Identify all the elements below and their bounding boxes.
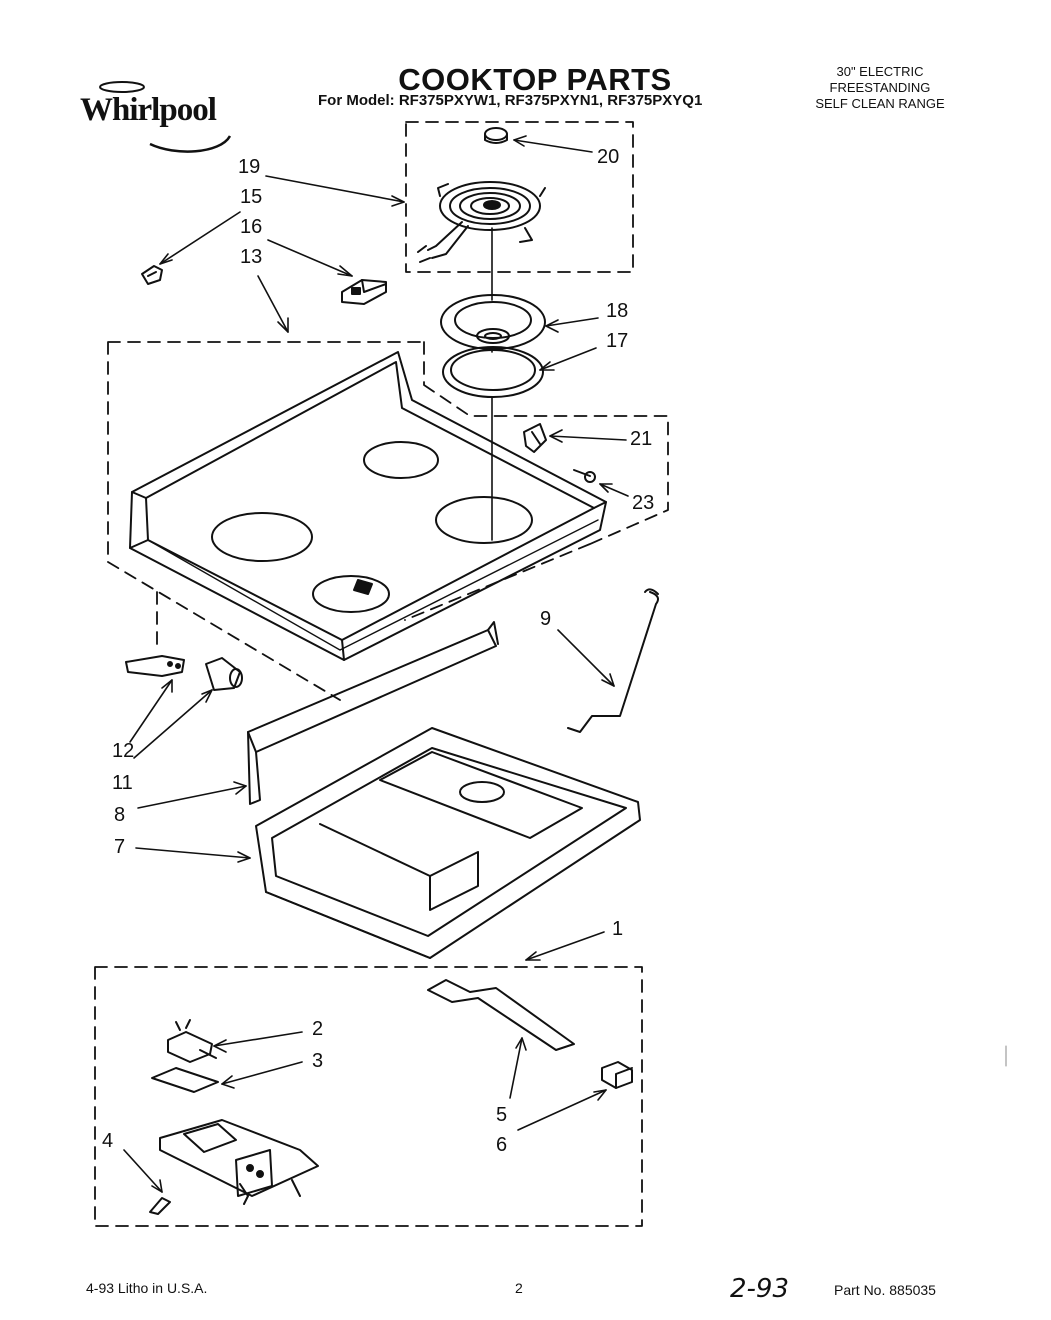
callout-17: 17 — [606, 330, 629, 352]
callout-2: 2 — [312, 1018, 324, 1040]
model-line: For Model: RF375PXYW1, RF375PXYN1, RF375… — [318, 92, 703, 109]
brand-wordmark: Whirlpool — [80, 92, 217, 128]
surface-burner-element — [417, 181, 546, 263]
front-frame — [247, 621, 499, 805]
leader-lines — [123, 135, 629, 1193]
burner-cap — [484, 127, 508, 144]
callout-23: 23 — [632, 492, 655, 514]
insulation-pad — [151, 1067, 219, 1093]
callout-11: 11 — [112, 772, 133, 794]
spec-line-1: 30" ELECTRIC — [836, 64, 924, 79]
page-number: 2 — [515, 1280, 523, 1296]
litho-note: 4-93 Litho in U.S.A. — [86, 1280, 208, 1296]
callout-12: 12 — [112, 740, 135, 762]
part-number: Part No. 885035 — [834, 1282, 936, 1298]
callout-13: 13 — [240, 246, 263, 268]
group-boxes — [94, 121, 669, 1227]
logo-swirl-icon — [99, 81, 232, 153]
callout-6: 6 — [496, 1134, 508, 1156]
heat-shield — [427, 979, 575, 1051]
callout-1: 1 — [612, 918, 624, 940]
callout-8: 8 — [114, 804, 126, 826]
callout-7: 7 — [114, 836, 126, 858]
terminal-block — [341, 279, 387, 305]
callout-15: 15 — [240, 186, 263, 208]
insulator-sleeve — [205, 657, 243, 691]
support-rod — [567, 588, 659, 733]
wire-clip — [141, 265, 163, 285]
callout-5: 5 — [496, 1104, 508, 1126]
spec-line-3: SELF CLEAN RANGE — [815, 96, 945, 111]
control-assembly — [159, 1119, 319, 1205]
callout-21: 21 — [630, 428, 653, 450]
screw — [573, 469, 596, 483]
control-group-box — [94, 966, 643, 1227]
trim-ring — [442, 346, 544, 398]
connector — [601, 1061, 633, 1089]
cooktop-panel — [129, 351, 607, 661]
mounting-bracket — [523, 423, 547, 453]
cooktop-group-box — [107, 341, 669, 701]
spacer — [149, 1197, 171, 1215]
handwritten-date: 2-93 — [730, 1274, 790, 1304]
drip-bowl — [440, 294, 546, 350]
switch — [167, 1019, 217, 1063]
callout-9: 9 — [540, 608, 552, 630]
callout-20: 20 — [597, 146, 620, 168]
callout-4: 4 — [102, 1130, 114, 1152]
spec-line-2: FREESTANDING — [829, 80, 931, 95]
whirlpool-logo: Whirlpool — [80, 78, 260, 158]
callout-19: 19 — [238, 156, 261, 178]
burner-group-box — [405, 121, 634, 273]
receptacle — [125, 655, 185, 677]
burner-box — [255, 727, 641, 959]
page-title: COOKTOP PARTS — [398, 62, 672, 97]
callout-16: 16 — [240, 216, 263, 238]
product-spec: 30" ELECTRIC FREESTANDING SELF CLEAN RAN… — [790, 64, 970, 112]
callout-3: 3 — [312, 1050, 324, 1072]
callout-18: 18 — [606, 300, 629, 322]
